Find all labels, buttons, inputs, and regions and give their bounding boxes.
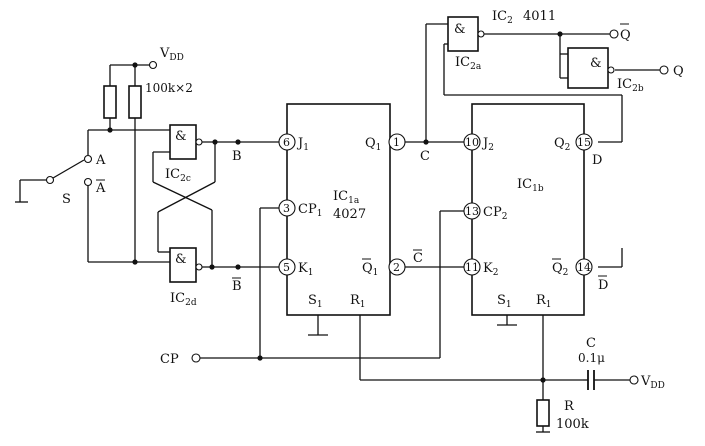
pin-6 — [278, 133, 296, 151]
node-cbar-label: C — [413, 251, 423, 266]
capacitor — [583, 370, 598, 390]
svg-text:3: 3 — [283, 202, 290, 215]
capacitor-value-label: 0.1μ — [578, 351, 605, 365]
vdd-top-label: VDD — [159, 46, 184, 63]
ic1b-label: IC1b — [517, 177, 544, 194]
ic2b-label: IC2b — [617, 77, 644, 94]
node-dbar-label: D — [598, 278, 608, 293]
gate-ic2a: & — [447, 16, 485, 52]
q1bar-label: Q1 — [362, 261, 378, 278]
svg-text:2: 2 — [393, 261, 400, 274]
q-output-label: Q — [673, 64, 684, 79]
pin-11 — [463, 258, 481, 276]
switch-pivot[interactable] — [45, 175, 55, 185]
pin-3 — [278, 199, 296, 217]
j1-label: J1 — [296, 136, 309, 153]
gate-ic2b: & — [567, 47, 615, 89]
qbar-output-label: Q — [620, 28, 631, 43]
cp2-label: CP2 — [483, 205, 507, 222]
pin-13 — [463, 202, 481, 220]
k2-label: K2 — [483, 261, 498, 278]
vdd-bottom-label: VDD — [640, 374, 665, 391]
svg-text:5: 5 — [283, 261, 290, 274]
j2-label: J2 — [481, 136, 494, 153]
pin-numbers: 6 3 5 1 2 10 13 11 15 14 — [283, 136, 591, 274]
svg-text:13: 13 — [465, 205, 479, 218]
svg-text:11: 11 — [465, 261, 479, 274]
node-bbar-label: B — [232, 279, 242, 294]
q2bar-label: Q2 — [552, 261, 568, 278]
reset-resistor — [536, 399, 550, 427]
r1a-label: R1 — [350, 293, 366, 310]
svg-text:15: 15 — [577, 136, 591, 149]
q1-label: Q1 — [365, 136, 381, 153]
gate-ic2c: & — [169, 124, 203, 160]
svg-text:1: 1 — [393, 136, 400, 149]
ic2a-label: IC2a — [455, 55, 482, 72]
gate-ic2d: & — [169, 247, 203, 283]
pin-bubbles — [278, 133, 593, 276]
pullup-resistor-label: 100k×2 — [145, 81, 193, 95]
node-c-label: C — [420, 149, 430, 164]
pullup-resistor-b — [128, 85, 142, 119]
ic2c-label: IC2c — [165, 167, 191, 184]
junctions — [107, 31, 563, 383]
reset-resistor-value-label: 100k — [556, 417, 589, 432]
svg-text:6: 6 — [283, 136, 290, 149]
switch-s-label: S — [62, 192, 71, 207]
svg-text:10: 10 — [465, 136, 479, 149]
s1a-label: S1 — [308, 293, 323, 310]
ic2d-label: IC2d — [170, 291, 197, 308]
pin-14 — [575, 258, 593, 276]
reset-resistor-label: R — [564, 399, 575, 414]
cp-input-label: CP — [160, 352, 179, 367]
flipflop-ic1b — [471, 103, 585, 316]
cp1-label: CP1 — [298, 202, 322, 219]
cp-input-terminal[interactable] — [191, 353, 201, 363]
svg-text:&: & — [175, 252, 187, 267]
pin-5 — [278, 258, 296, 276]
switch-contact-a[interactable] — [83, 154, 93, 164]
ic1a-part-label: 4027 — [333, 207, 366, 222]
pin-10 — [463, 133, 481, 151]
svg-text:&: & — [175, 129, 187, 144]
pin-1 — [388, 133, 406, 151]
svg-text:&: & — [590, 56, 602, 71]
pin-2 — [388, 258, 406, 276]
svg-text:&: & — [454, 22, 466, 37]
qbar-output-terminal[interactable] — [609, 29, 619, 39]
node-d-label: D — [592, 153, 602, 168]
ic2-part-label: 4011 — [523, 9, 556, 24]
r1b-label: R1 — [536, 293, 552, 310]
node-b-label: B — [232, 149, 242, 164]
k1-label: K1 — [298, 261, 313, 278]
pin-15 — [575, 133, 593, 151]
s1b-label: S1 — [497, 293, 512, 310]
switch-a-label: A — [95, 153, 106, 168]
pullup-resistor-a — [103, 85, 117, 119]
switch-contact-abar[interactable] — [83, 177, 93, 187]
capacitor-label: C — [586, 336, 596, 351]
vdd-bottom-terminal — [629, 375, 639, 385]
vdd-top-terminal — [148, 60, 158, 70]
switch-abar-label: A — [95, 181, 106, 196]
wires — [15, 23, 660, 433]
q-output-terminal[interactable] — [659, 65, 669, 75]
svg-text:14: 14 — [577, 261, 591, 274]
q2-label: Q2 — [554, 136, 570, 153]
ic2-label: IC2 — [492, 9, 513, 26]
ic1a-label: IC1a — [333, 189, 360, 206]
